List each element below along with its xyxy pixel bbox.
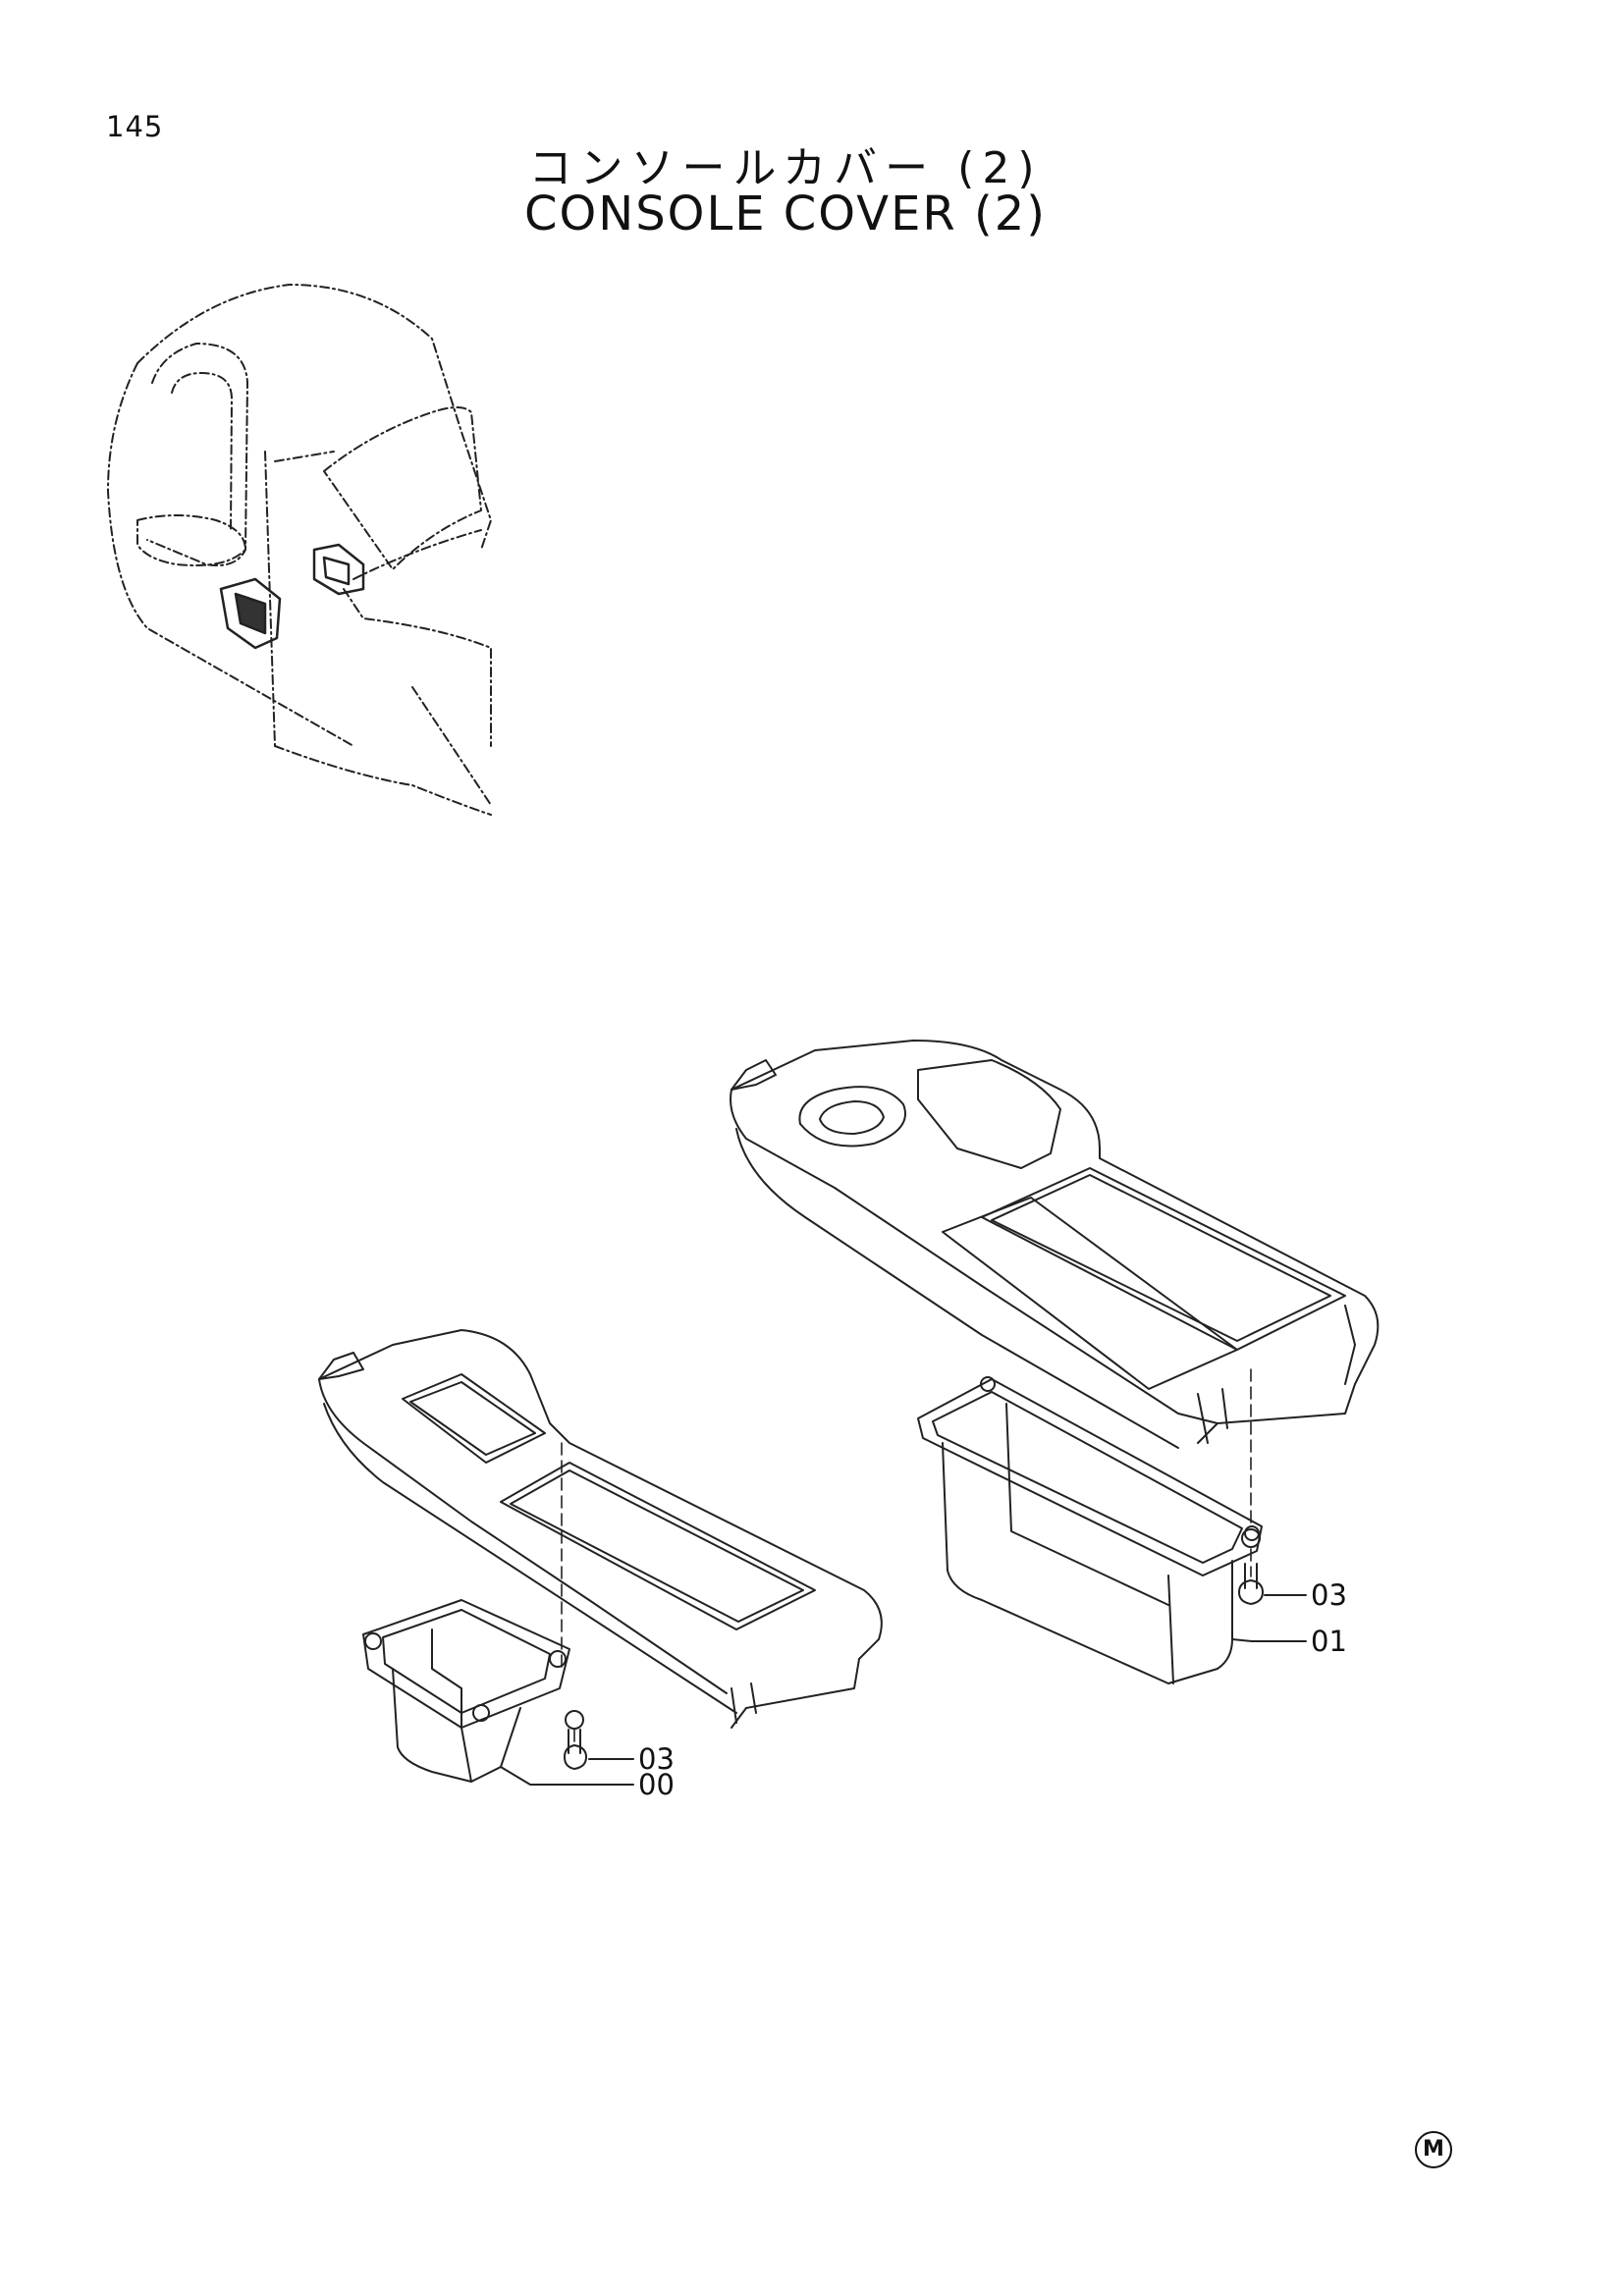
title-english: CONSOLE COVER (2)	[524, 187, 1047, 241]
cab-console-detail	[219, 543, 365, 650]
callout-right-bolt: 03	[1311, 1578, 1347, 1612]
left-screw	[564, 1710, 587, 1770]
leader-lines	[500, 1594, 1307, 1786]
right-screw	[1238, 1528, 1264, 1605]
callout-left-bolt: 03	[638, 1742, 675, 1776]
left-console-cover	[318, 1329, 883, 1729]
assembly-guides	[561, 1368, 1252, 1743]
model-mark: M	[1415, 2131, 1452, 2168]
page-number: 145	[106, 110, 164, 143]
right-storage-box	[917, 1376, 1263, 1684]
cab-overview-illustration	[107, 284, 492, 816]
callout-left-box: 00	[638, 1768, 675, 1801]
callout-right-box: 01	[1311, 1625, 1347, 1658]
left-storage-box	[362, 1599, 570, 1783]
right-console-cover	[730, 1040, 1380, 1449]
title-japanese: コンソールカバー (2)	[528, 143, 1043, 193]
